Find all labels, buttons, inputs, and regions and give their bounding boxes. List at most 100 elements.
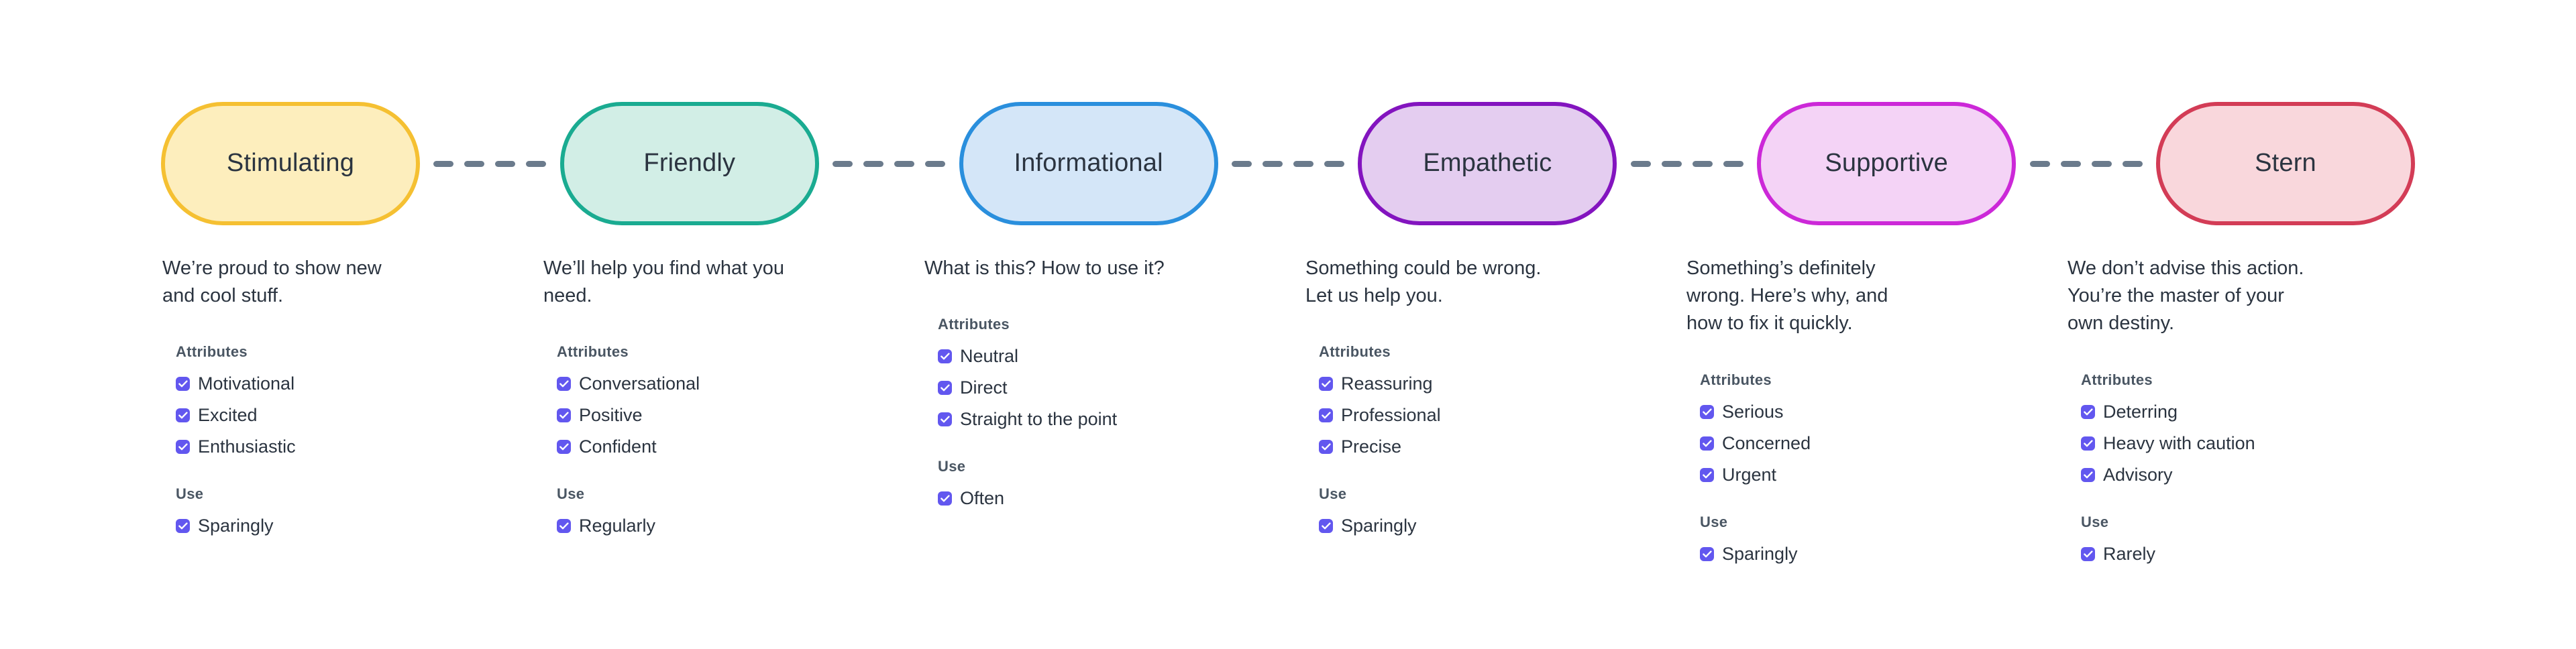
- list-item[interactable]: Urgent: [1700, 459, 1944, 491]
- tone-pill-label: Empathetic: [1423, 149, 1552, 178]
- check-icon[interactable]: [557, 440, 571, 455]
- check-icon[interactable]: [1700, 467, 1714, 482]
- check-icon[interactable]: [938, 381, 952, 396]
- list-item[interactable]: Direct: [938, 372, 1182, 404]
- check-icon[interactable]: [176, 408, 190, 423]
- check-icon[interactable]: [1319, 440, 1333, 455]
- check-icon[interactable]: [1700, 404, 1714, 419]
- tone-pill-empathetic[interactable]: Empathetic: [1358, 102, 1617, 225]
- connector-dash: [1723, 160, 1743, 167]
- check-icon[interactable]: [938, 349, 952, 364]
- attributes-label: Precise: [1341, 436, 1402, 457]
- connector-dash: [495, 160, 516, 167]
- check-icon[interactable]: [1319, 519, 1333, 534]
- list-item[interactable]: Sparingly: [1700, 538, 1944, 570]
- use-label: Often: [960, 488, 1005, 509]
- use-label: Sparingly: [198, 516, 274, 536]
- tone-pill-friendly[interactable]: Friendly: [559, 102, 819, 225]
- connector-dashed-line: [828, 160, 950, 167]
- connector-dash: [1630, 160, 1651, 167]
- tone-pill-label: Informational: [1014, 149, 1163, 178]
- attributes-label: Excited: [198, 405, 258, 426]
- check-icon[interactable]: [557, 408, 571, 423]
- check-icon[interactable]: [176, 519, 190, 534]
- use-heading: Use: [938, 458, 966, 475]
- tone-description: We’re proud to show new and cool stuff.: [162, 257, 382, 307]
- tone-description: We’ll help you find what you need.: [543, 257, 784, 307]
- tone-pill-informational[interactable]: Informational: [959, 102, 1218, 225]
- check-icon[interactable]: [1319, 377, 1333, 392]
- tone-column-stimulating: We’re proud to show new and cool stuff. A…: [161, 255, 420, 570]
- check-icon[interactable]: [176, 377, 190, 392]
- attributes-label: Direct: [960, 377, 1008, 398]
- list-item[interactable]: Straight to the point: [938, 404, 1182, 435]
- list-item[interactable]: Heavy with caution: [2081, 428, 2325, 459]
- list-item[interactable]: Conversational: [557, 368, 801, 400]
- tone-description: Something’s definitely wrong. Here’s why…: [1686, 257, 1888, 335]
- list-item[interactable]: Rarely: [2081, 538, 2325, 570]
- connector-dash: [1231, 160, 1252, 167]
- check-icon[interactable]: [2081, 467, 2095, 482]
- tone-pill-stern[interactable]: Stern: [2155, 102, 2415, 225]
- tone-detail-columns: We’re proud to show new and cool stuff. A…: [161, 255, 2415, 570]
- check-icon[interactable]: [2081, 546, 2095, 561]
- attributes-label: Neutral: [960, 346, 1019, 367]
- list-item[interactable]: Sparingly: [176, 510, 420, 542]
- check-icon[interactable]: [176, 440, 190, 455]
- list-item[interactable]: Positive: [557, 400, 801, 431]
- use-list: Rarely: [2081, 538, 2325, 570]
- list-item[interactable]: Regularly: [557, 510, 801, 542]
- list-item[interactable]: Neutral: [938, 341, 1182, 372]
- list-item[interactable]: Often: [938, 483, 1182, 514]
- list-item[interactable]: Concerned: [1700, 428, 1944, 459]
- list-item[interactable]: Professional: [1319, 400, 1563, 431]
- list-item[interactable]: Excited: [176, 400, 420, 431]
- list-item[interactable]: Confident: [557, 431, 801, 463]
- attributes-heading: Attributes: [2081, 371, 2153, 388]
- list-item[interactable]: Motivational: [176, 368, 420, 400]
- tone-pill-row: Stimulating Friendly Informational Empathet…: [161, 102, 2415, 225]
- check-icon[interactable]: [2081, 436, 2095, 451]
- check-icon[interactable]: [557, 377, 571, 392]
- check-icon[interactable]: [2081, 404, 2095, 419]
- list-item[interactable]: Enthusiastic: [176, 431, 420, 463]
- use-list: Often: [938, 483, 1182, 514]
- attributes-heading: Attributes: [176, 343, 248, 361]
- connector-dash: [1324, 160, 1344, 167]
- list-item[interactable]: Deterring: [2081, 396, 2325, 428]
- list-item[interactable]: Advisory: [2081, 459, 2325, 491]
- check-icon[interactable]: [557, 519, 571, 534]
- attributes-label: Reassuring: [1341, 373, 1433, 394]
- check-icon[interactable]: [1700, 546, 1714, 561]
- connector-dash: [925, 160, 946, 167]
- use-heading: Use: [557, 485, 585, 503]
- attributes-label: Advisory: [2103, 464, 2173, 485]
- tone-column-supportive: Something’s definitely wrong. Here’s why…: [1685, 255, 1944, 570]
- check-icon[interactable]: [1700, 436, 1714, 451]
- tone-pill-supportive[interactable]: Supportive: [1757, 102, 2017, 225]
- connector-dash: [863, 160, 884, 167]
- check-icon[interactable]: [938, 412, 952, 427]
- tone-pill-label: Friendly: [643, 149, 736, 178]
- attributes-label: Heavy with caution: [2103, 432, 2255, 453]
- tone-pill-stimulating[interactable]: Stimulating: [161, 102, 420, 225]
- list-item[interactable]: Serious: [1700, 396, 1944, 428]
- tone-description: We don’t advise this action. You’re the …: [2068, 257, 2304, 335]
- use-heading: Use: [1700, 513, 1728, 530]
- use-label: Regularly: [579, 516, 656, 536]
- check-icon[interactable]: [1319, 408, 1333, 423]
- check-icon[interactable]: [938, 491, 952, 506]
- tone-column-empathetic: Something could be wrong. Let us help yo…: [1304, 255, 1563, 570]
- attributes-label: Professional: [1341, 405, 1441, 426]
- list-item[interactable]: Precise: [1319, 431, 1563, 463]
- list-item[interactable]: Reassuring: [1319, 368, 1563, 400]
- connector-dash: [2122, 160, 2143, 167]
- list-item[interactable]: Sparingly: [1319, 510, 1563, 542]
